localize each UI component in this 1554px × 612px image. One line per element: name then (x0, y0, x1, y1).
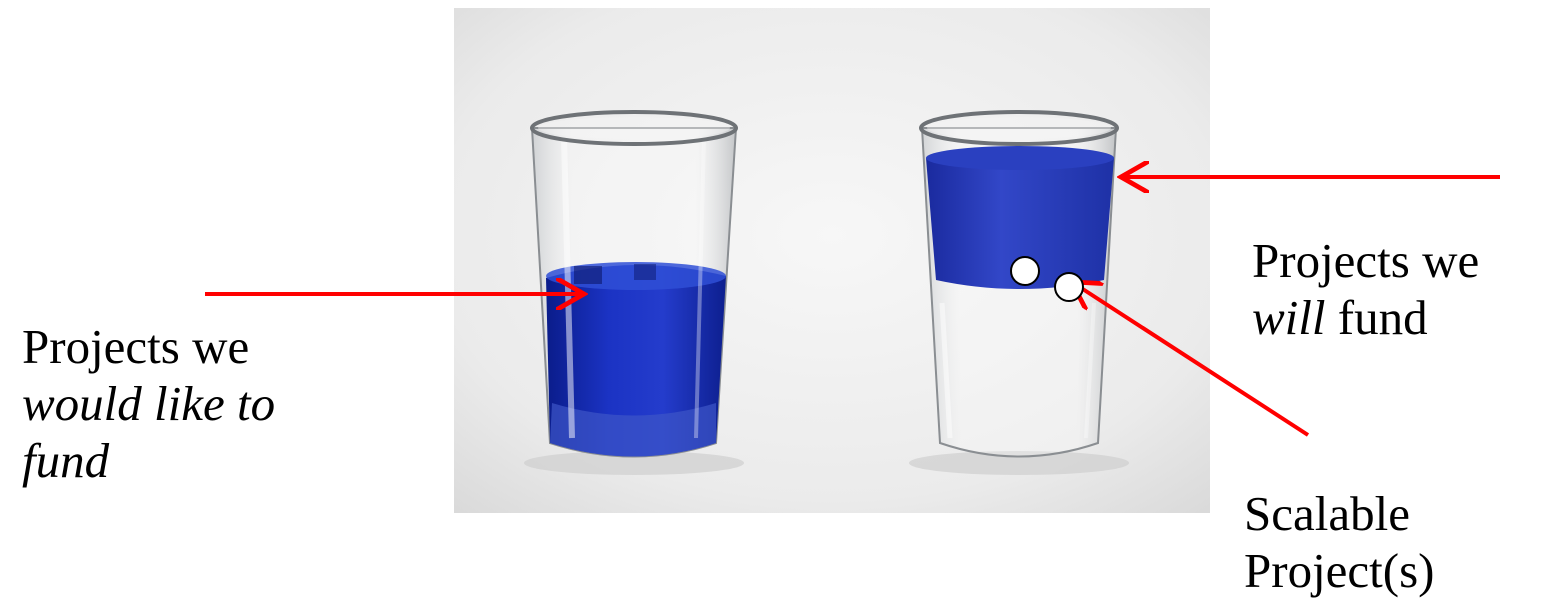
projects-we-will-fund-label: Projects we will fund (1252, 232, 1479, 346)
left-label-line2: would like to (22, 375, 275, 432)
scalable-label-line2: Project(s) (1244, 542, 1435, 599)
left-label-line1: Projects we (22, 318, 275, 375)
scalable-project-dot-2 (1055, 273, 1083, 301)
scalable-project-dot-1 (1011, 257, 1039, 285)
right-label-line2: will fund (1252, 289, 1479, 346)
left-label-line3: fund (22, 432, 275, 489)
scalable-projects-label: Scalable Project(s) (1244, 485, 1435, 599)
scalable-label-line1: Scalable (1244, 485, 1435, 542)
right-label-line1: Projects we (1252, 232, 1479, 289)
projects-we-would-like-to-fund-label: Projects we would like to fund (22, 318, 275, 489)
